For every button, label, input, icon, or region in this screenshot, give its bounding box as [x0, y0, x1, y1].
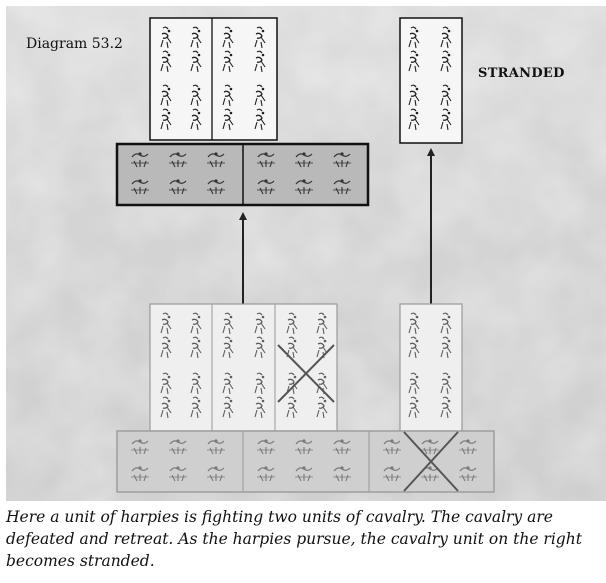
stranded-label: STRANDED	[478, 66, 565, 81]
cavalry-line-top	[115, 142, 370, 207]
harpy-unit-bottom-right	[399, 303, 463, 432]
diagram-panel	[6, 6, 606, 501]
movement-arrows	[239, 148, 435, 304]
harpy-unit-top	[149, 17, 278, 141]
cavalry-casualty-cross-icon	[403, 431, 459, 492]
diagram-caption: Here a unit of harpies is fighting two u…	[6, 508, 582, 570]
harpy-casualty-cross-icon	[277, 344, 335, 403]
stranded-unit	[399, 17, 463, 144]
diagram-number-label: Diagram 53.2	[26, 36, 123, 52]
cavalry-line-bottom	[116, 430, 495, 493]
harpy-unit-bottom	[149, 303, 338, 432]
